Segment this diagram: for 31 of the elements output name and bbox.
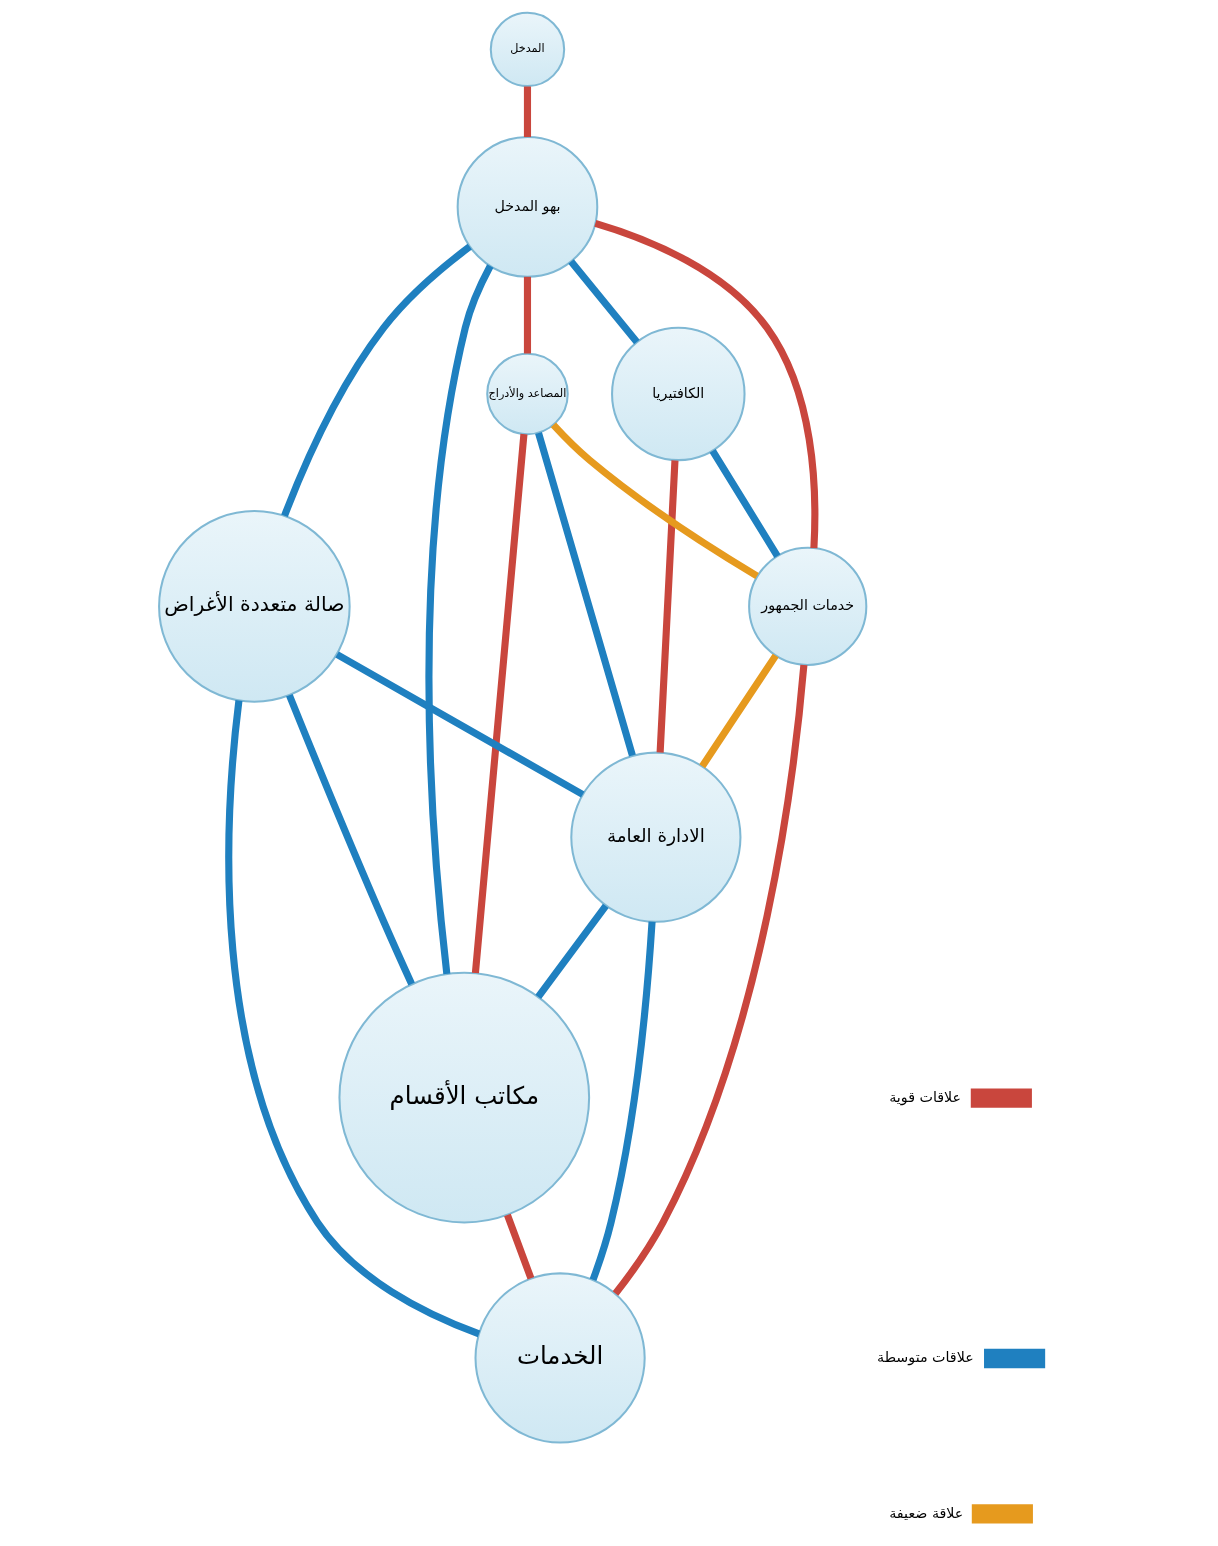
connector — [523, 276, 532, 354]
node-circle: صالة متعددة الأغراض — [158, 510, 351, 703]
node-circle: المصاعد والأدراج — [486, 352, 569, 436]
node-circle: المدخل — [489, 11, 566, 88]
connector — [709, 448, 781, 558]
connector — [550, 422, 759, 580]
connector — [656, 460, 679, 753]
connector — [594, 219, 819, 549]
connector — [699, 653, 779, 769]
connector — [286, 693, 415, 986]
connector — [535, 903, 609, 999]
connector — [425, 264, 494, 975]
node-circle: بهو المدخل — [456, 136, 599, 278]
connector — [504, 1213, 535, 1280]
legend-label: علاقات متوسطة — [877, 1349, 974, 1366]
node-circle: الادارة العامة — [570, 751, 742, 923]
node-circle: خدمات الجمهور — [748, 546, 868, 666]
legend-label: علاقات قوية — [889, 1088, 962, 1105]
connector — [471, 433, 528, 974]
connector — [281, 243, 472, 517]
node-circle: الخدمات — [474, 1272, 646, 1444]
node-circle: الكافتيريا — [611, 326, 746, 462]
connector — [225, 700, 481, 1338]
connector — [523, 86, 532, 138]
node-circle: مكاتب الأقسام — [338, 971, 591, 1224]
connector — [568, 259, 640, 345]
connector — [335, 651, 585, 798]
connector — [535, 431, 636, 757]
connector — [589, 921, 656, 1281]
legend-label: علاقة ضعيفة — [889, 1504, 964, 1521]
connector — [612, 664, 808, 1296]
